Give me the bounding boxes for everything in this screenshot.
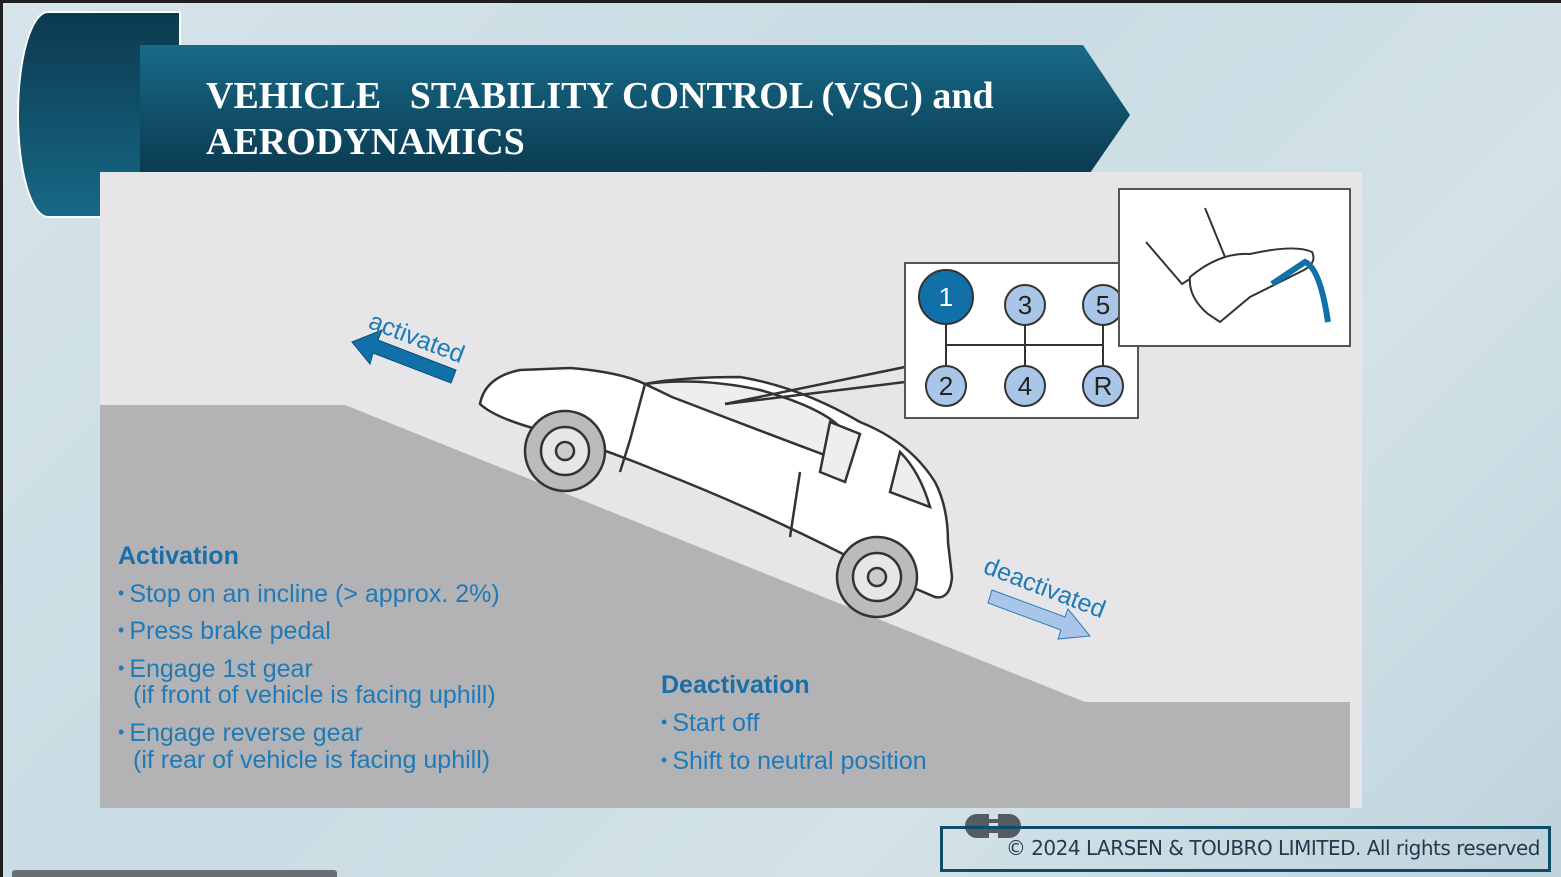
gear-3-circle (1004, 284, 1046, 326)
gear-2-label: 2 (939, 371, 953, 401)
gear-2-circle (925, 365, 967, 407)
activation-heading: Activation (118, 542, 239, 570)
activation-item-note: (if front of vehicle is facing uphill) (133, 681, 496, 709)
deactivated-arrow (987, 589, 1091, 640)
activation-item: Engage reverse gear (118, 719, 362, 747)
gear-3-label: 3 (1018, 290, 1032, 320)
activation-item: Press brake pedal (118, 617, 331, 645)
deactivation-heading: Deactivation (661, 671, 810, 699)
gear-1-circle (918, 269, 974, 325)
slide-progress-bar (12, 870, 337, 877)
activation-item-note: (if rear of vehicle is facing uphill) (133, 746, 491, 774)
incline-slope (100, 405, 1350, 808)
gear-4-label: 4 (1018, 371, 1032, 401)
foot-on-pedal-icon (1145, 207, 1331, 324)
deactivation-item: Start off (661, 709, 759, 737)
slide-title: VEHICLE STABILITY CONTROL (VSC) and AERO… (206, 75, 994, 163)
activated-arrow (351, 329, 457, 384)
activation-item: Engage 1st gear (118, 655, 312, 683)
deactivation-item: Shift to neutral position (661, 747, 926, 775)
activation-item: Stop on an incline (> approx. 2%) (118, 580, 499, 608)
title-banner (140, 45, 1130, 173)
footer-copyright-box: © 2024 LARSEN & TOUBRO LIMITED. All righ… (940, 826, 1551, 872)
gear-4-circle (1004, 365, 1046, 407)
gear-R-label: R (1094, 371, 1113, 401)
gear-R-circle (1082, 365, 1124, 407)
copyright-text: © 2024 LARSEN & TOUBRO LIMITED. All righ… (1005, 836, 1541, 860)
car-illustration (478, 365, 954, 619)
gear-1-label: 1 (939, 282, 953, 312)
gear-5-label: 5 (1096, 290, 1110, 320)
